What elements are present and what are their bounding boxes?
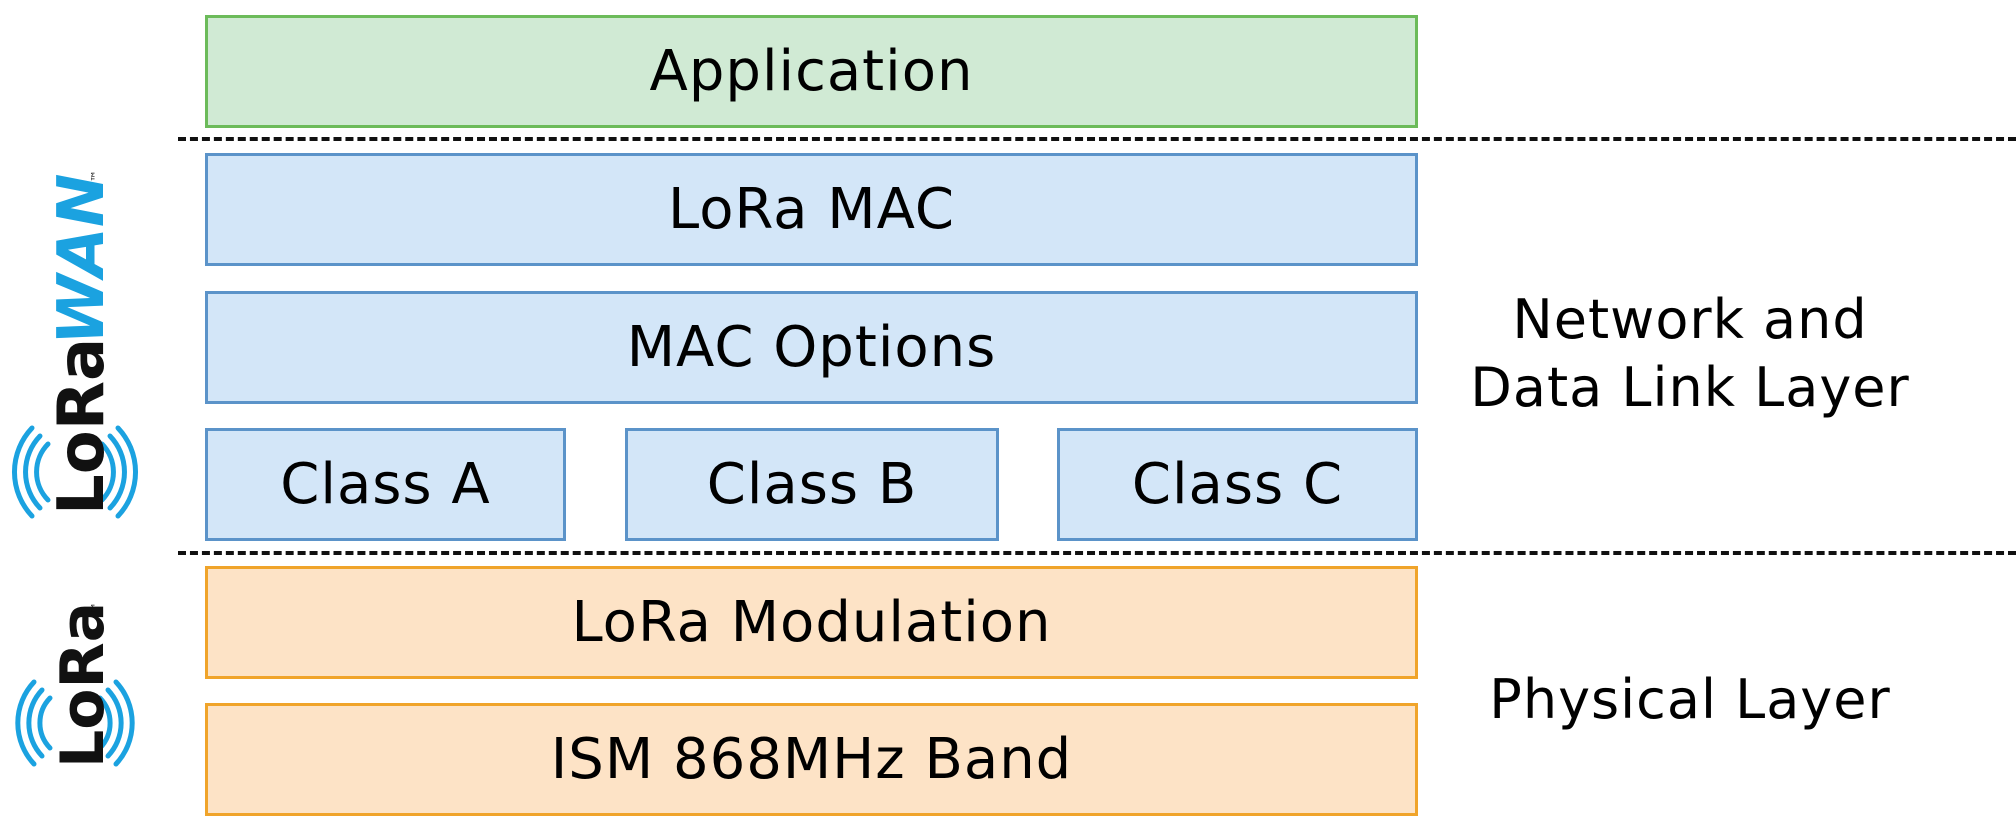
network-label-line2: Data Link Layer: [1470, 356, 1910, 419]
ism-band-label: ISM 868MHz Band: [550, 727, 1073, 792]
class-a-box: Class A: [205, 428, 566, 541]
mac-options-label: MAC Options: [626, 315, 997, 380]
separator-app-mac: [178, 137, 2016, 141]
lorawan-logo-wan-text: WAN: [45, 174, 119, 345]
application-label: Application: [649, 39, 974, 104]
lora-logo-svg: LoRa ™: [15, 602, 135, 768]
lora-logo: LoRa ™: [10, 590, 140, 780]
class-b-label: Class B: [706, 452, 918, 517]
lorawan-logo-svg: LoRa WAN ™: [12, 170, 138, 519]
lora-modulation-label: LoRa Modulation: [571, 590, 1052, 655]
lora-modulation-box: LoRa Modulation: [205, 566, 1418, 679]
lora-logo-text: LoRa: [48, 602, 118, 768]
application-box: Application: [205, 15, 1418, 128]
separator-mac-phy: [178, 551, 2016, 555]
lora-logo-tm: ™: [89, 602, 103, 614]
lora-mac-label: LoRa MAC: [667, 177, 955, 242]
network-label-line1: Network and: [1512, 288, 1868, 351]
physical-layer-label: Physical Layer: [1489, 668, 1891, 731]
lora-signal-icon: [15, 679, 135, 767]
network-layer-label: Network and Data Link Layer: [1440, 286, 1940, 422]
lorawan-logo: LoRa WAN ™: [10, 160, 140, 530]
class-c-label: Class C: [1131, 452, 1344, 517]
class-c-box: Class C: [1057, 428, 1418, 541]
lora-signal-icon: [12, 425, 138, 519]
lorawan-logo-lora-text: LoRa: [45, 338, 119, 515]
class-b-box: Class B: [625, 428, 999, 541]
lora-mac-box: LoRa MAC: [205, 153, 1418, 266]
ism-band-box: ISM 868MHz Band: [205, 703, 1418, 816]
mac-options-box: MAC Options: [205, 291, 1418, 404]
lorawan-logo-tm: ™: [89, 170, 103, 182]
class-a-label: Class A: [280, 452, 491, 517]
